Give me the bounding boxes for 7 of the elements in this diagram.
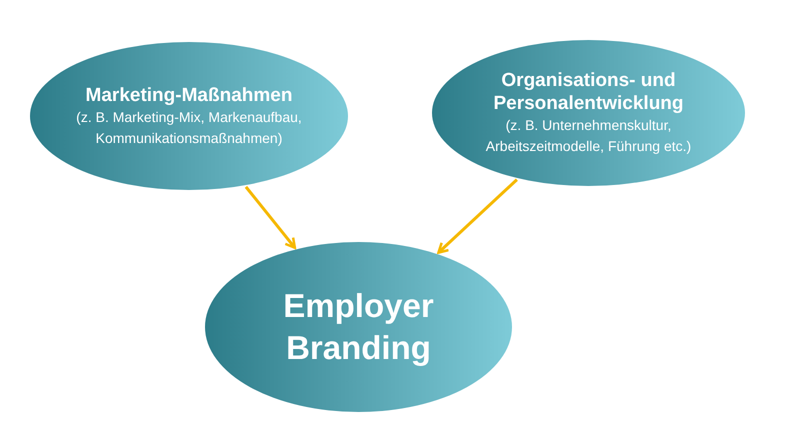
node-title: Marketing-Maßnahmen bbox=[86, 84, 292, 106]
arrow bbox=[244, 186, 296, 250]
node-title: Employer Branding bbox=[282, 286, 435, 368]
arrow bbox=[437, 178, 518, 254]
node-description: (z. B. Marketing-Mix, Markenaufbau, Kommunikationsmaßnahmen) bbox=[75, 108, 303, 148]
node-title: Organisations- und Personalentwicklung bbox=[492, 69, 685, 115]
node-description: (z. B. Unternehmenskultur, Arbeitszeitmodelle, Führung etc.) bbox=[484, 116, 692, 156]
